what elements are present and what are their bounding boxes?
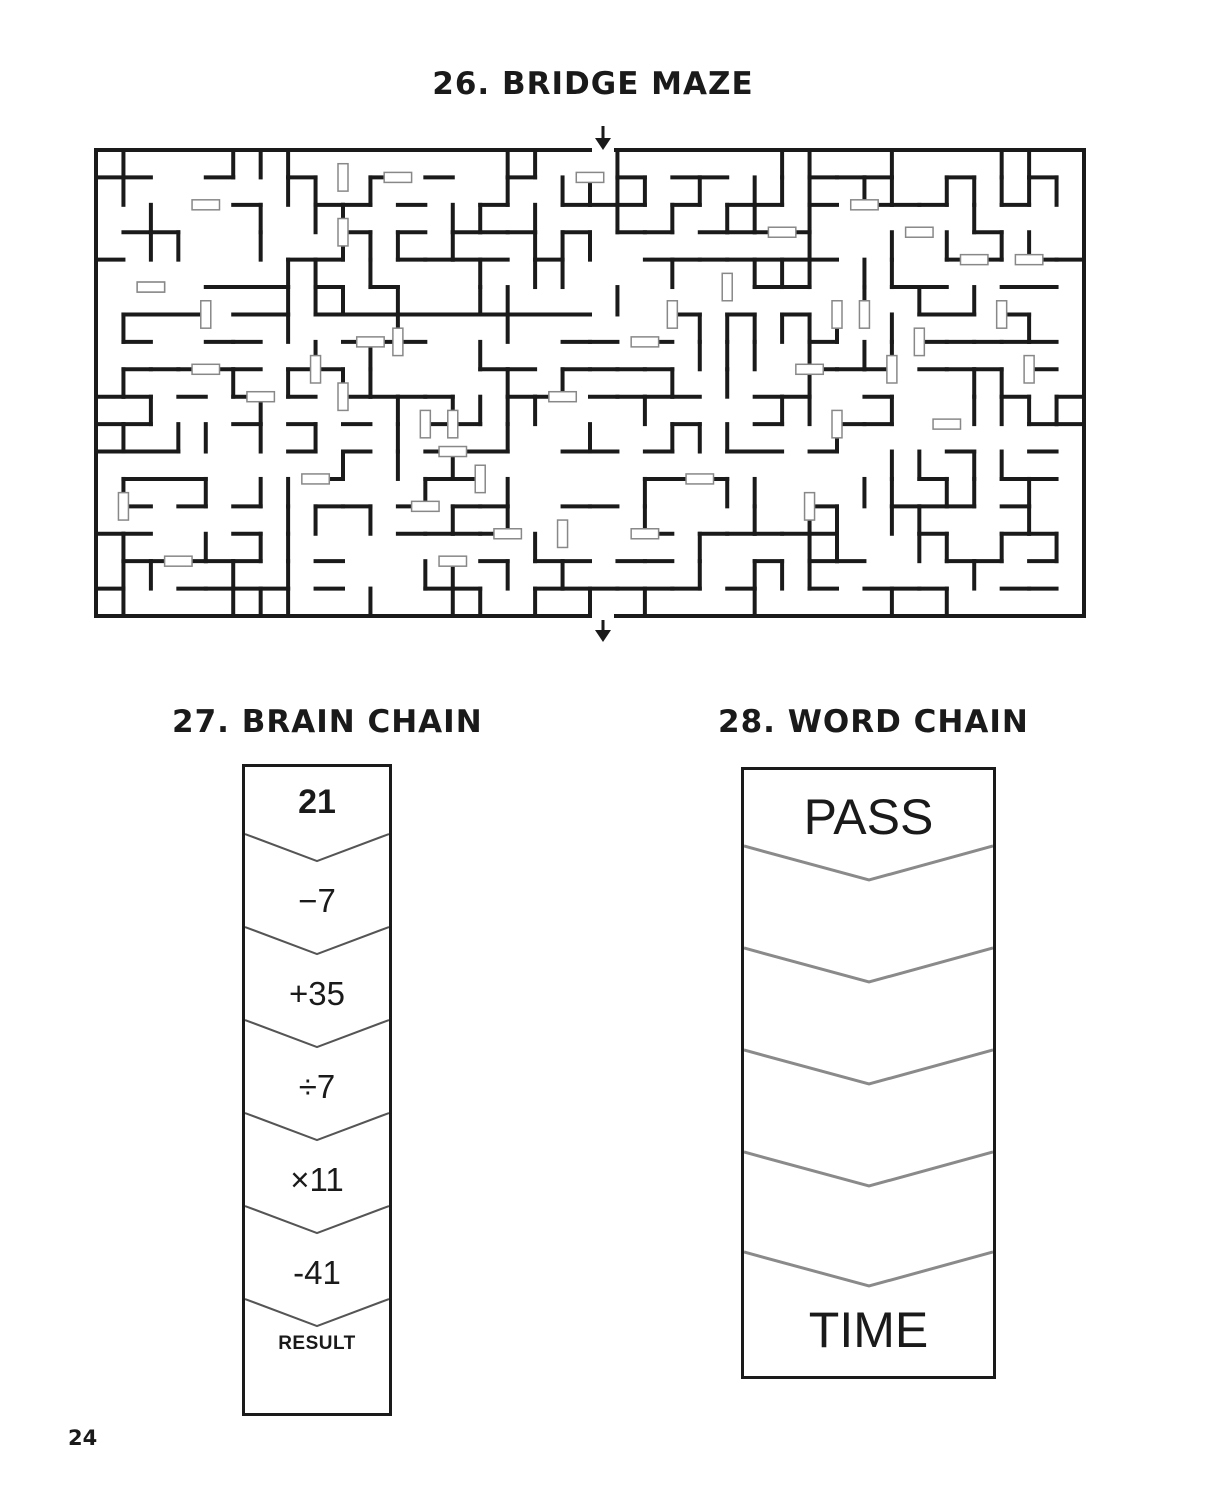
maze-bridge [1014, 253, 1044, 266]
word-chain-dividers [744, 844, 993, 1288]
maze-bridge [493, 528, 523, 540]
brain-chain-title: 27. BRAIN CHAIN [172, 704, 483, 740]
maze-bridge [337, 217, 349, 247]
maze-bridge [685, 473, 715, 485]
maze-bridge [858, 300, 871, 329]
maze-bridge [904, 226, 934, 238]
brain-chain-step: -41 [293, 1254, 341, 1291]
maze-bridge [191, 199, 221, 211]
maze-bridge [191, 363, 221, 376]
maze-bridge [721, 272, 733, 302]
maze-bridge [575, 171, 605, 184]
maze-bridge [932, 418, 962, 430]
maze-bridge [913, 327, 926, 357]
maze-bridge [548, 390, 578, 403]
maze-bridge [438, 555, 468, 567]
maze-bridge [447, 409, 459, 439]
maze-entrance-arrow-icon [595, 126, 611, 150]
brain-chain-result-label: RESULT [278, 1333, 356, 1354]
maze-bridge [117, 491, 130, 521]
brain-chain-step: +35 [289, 975, 345, 1012]
maze-bridge [886, 354, 898, 384]
brain-chain-step: −7 [298, 882, 336, 919]
brain-chain-box: 21 −7 +35 ÷7 ×11 -41 RESULT [242, 764, 392, 1416]
maze-exit-arrow-icon [595, 620, 611, 642]
maze-bridge [849, 199, 879, 211]
maze-bridge [795, 363, 825, 376]
maze-bridge [666, 300, 679, 329]
word-chain-end-word: TIME [808, 1302, 929, 1358]
maze-bridge [767, 226, 797, 238]
maze-bridge [995, 300, 1008, 329]
maze-bridge [556, 519, 569, 549]
maze-bridge [163, 555, 193, 567]
maze-bridge [474, 464, 486, 494]
maze-bridge [630, 528, 660, 540]
maze-bridge [392, 327, 404, 357]
maze-bridge [1023, 354, 1035, 384]
maze-bridge [438, 445, 468, 458]
word-chain-start-word: PASS [803, 789, 934, 845]
maze-bridge [959, 253, 989, 266]
maze-bridge [246, 390, 276, 403]
maze-walls [94, 148, 1086, 618]
maze-bridge [831, 409, 843, 439]
bridge-maze [94, 126, 1086, 642]
maze-bridge [383, 171, 413, 184]
maze-bridge [136, 281, 166, 293]
maze-title: 26. BRIDGE MAZE [432, 66, 754, 102]
page-number: 24 [68, 1426, 98, 1450]
maze-bridge [337, 162, 349, 192]
maze-bridge [630, 336, 660, 348]
word-chain-title: 28. WORD CHAIN [718, 704, 1029, 740]
brain-chain-dividers [245, 833, 389, 1328]
word-chain-box: PASS TIME [741, 767, 996, 1379]
brain-chain-step: ÷7 [298, 1068, 336, 1105]
maze-bridge [355, 336, 385, 348]
maze-bridge [301, 473, 331, 485]
maze-bridge [831, 300, 843, 329]
maze-bridges [117, 162, 1044, 567]
brain-chain-start-value: 21 [298, 783, 336, 821]
maze-bridge [309, 354, 322, 384]
maze-bridge [803, 491, 816, 521]
maze-bridge [410, 500, 440, 513]
maze-bridge [419, 409, 432, 439]
maze-bridge [337, 382, 349, 412]
brain-chain-step: ×11 [290, 1161, 344, 1198]
maze-bridge [200, 300, 212, 329]
